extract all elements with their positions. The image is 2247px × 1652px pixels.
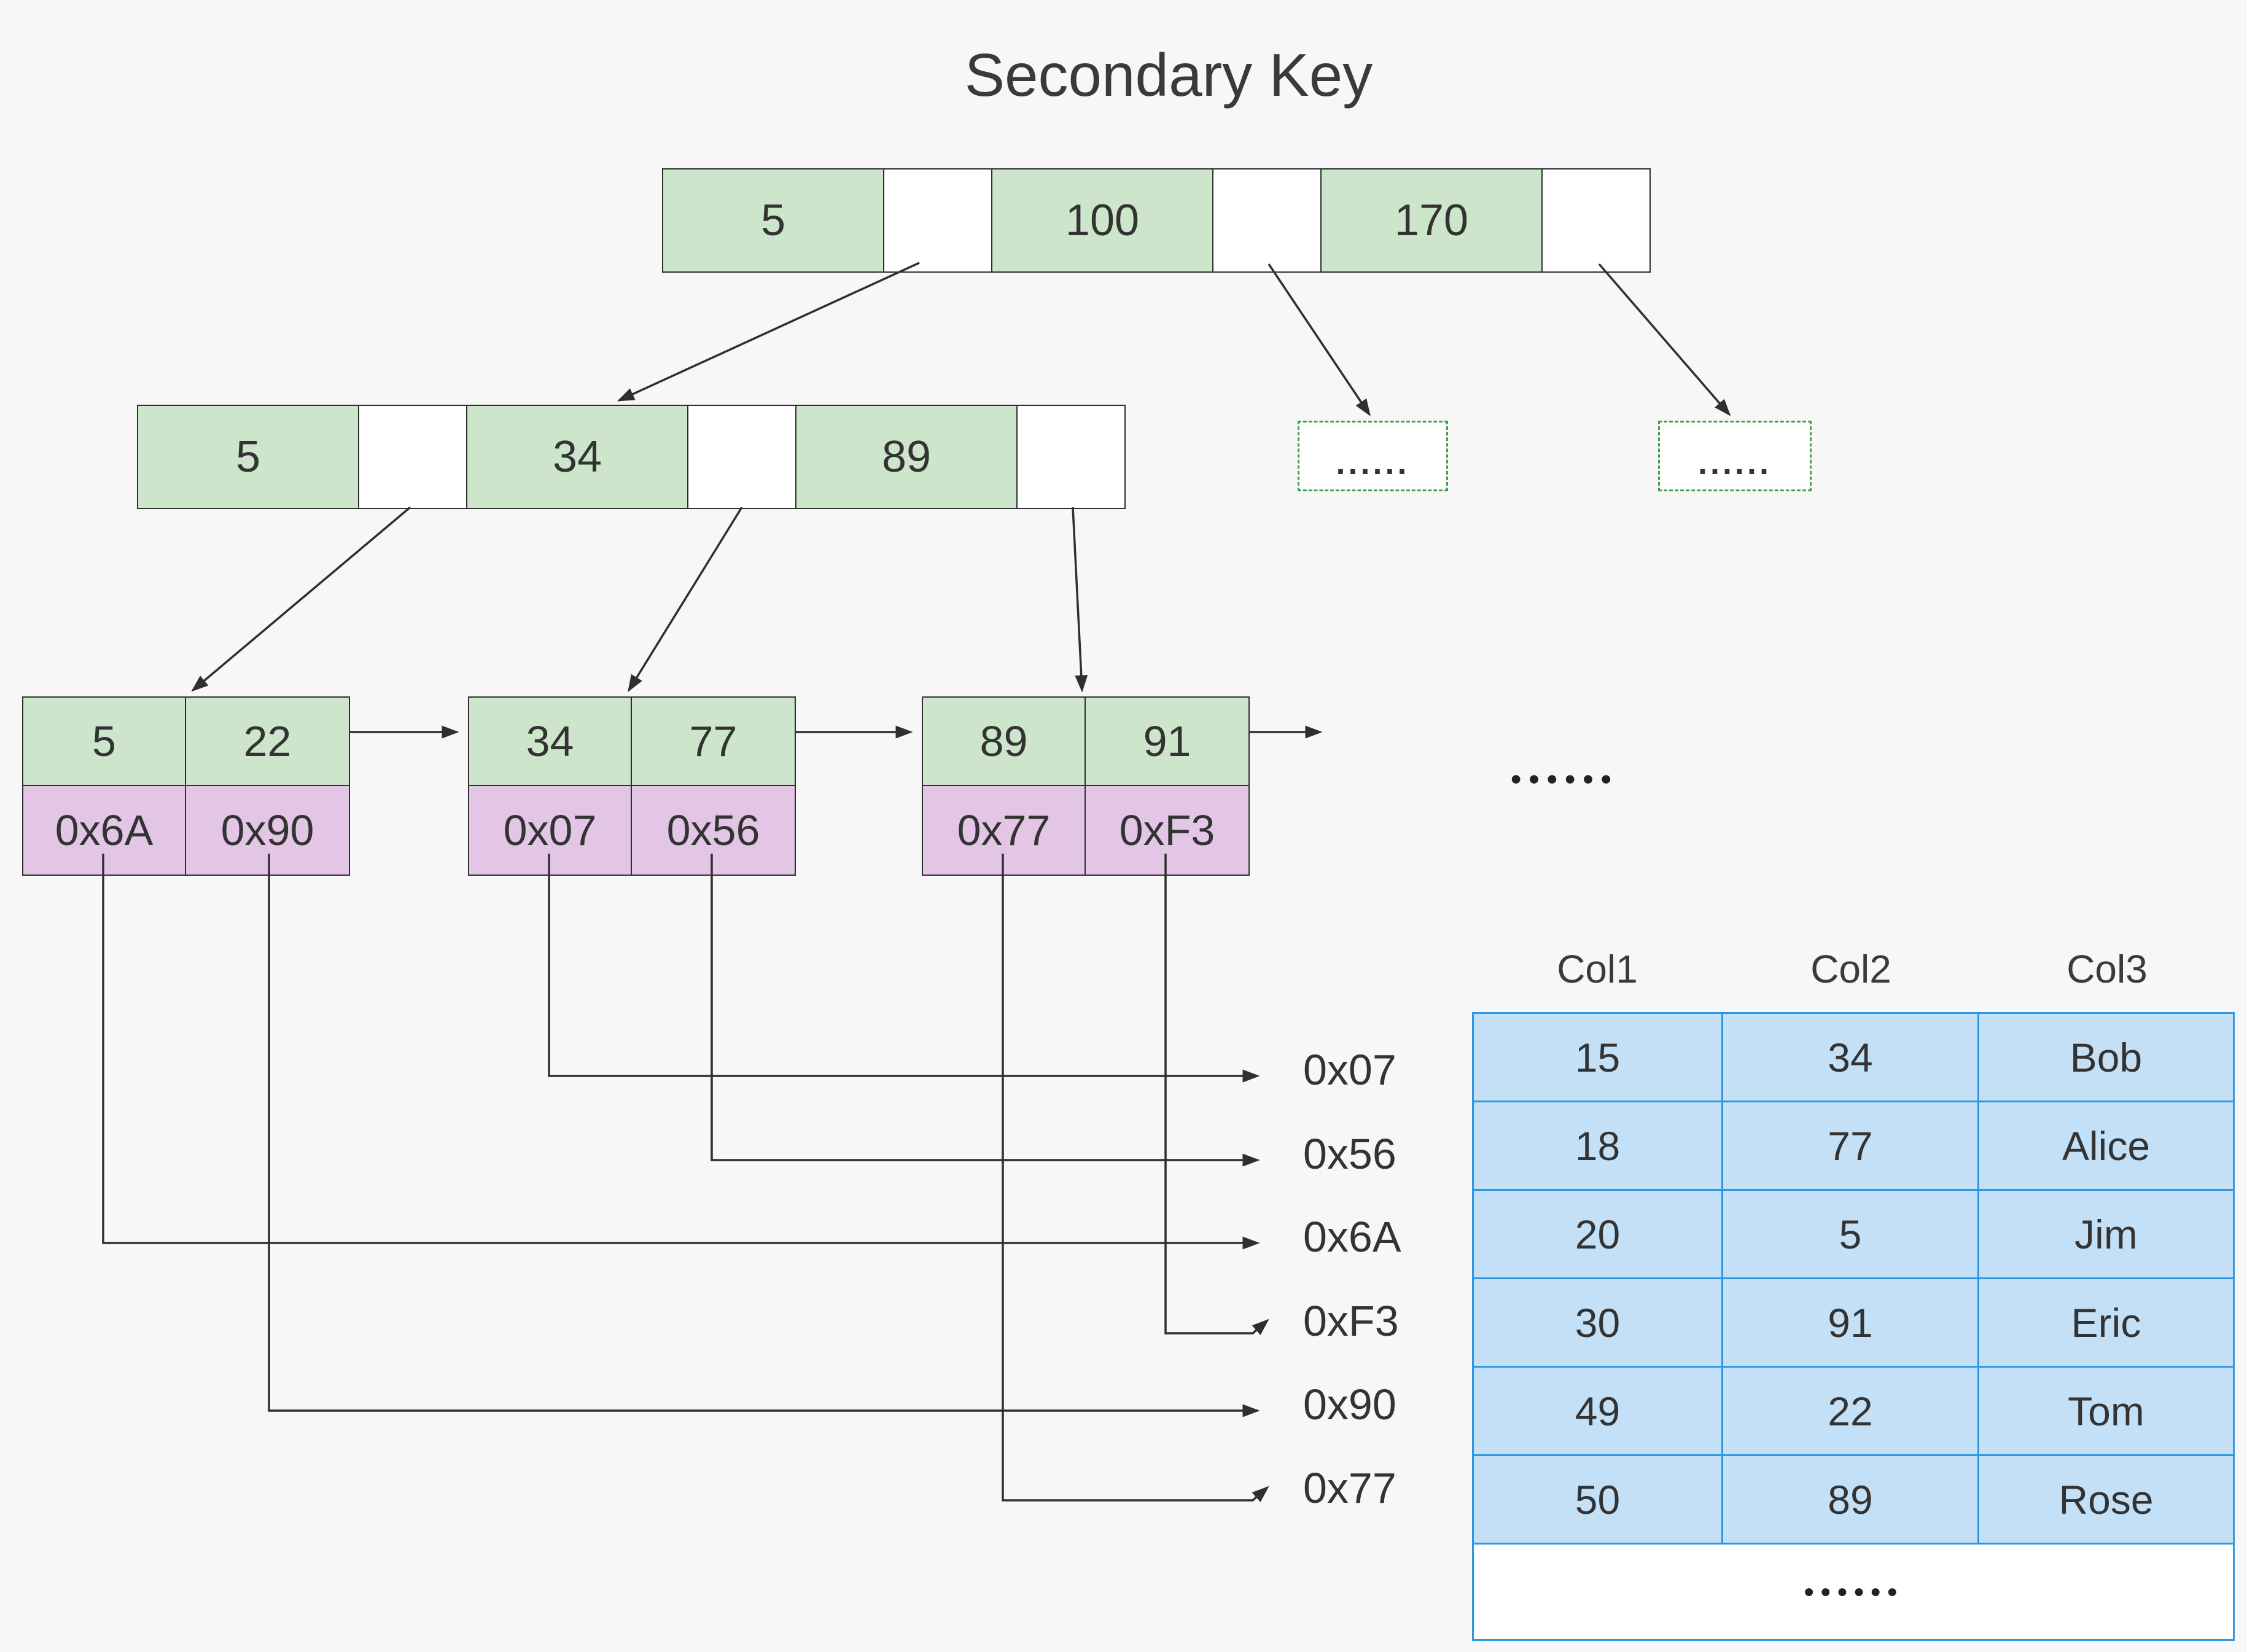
leaf-address-cell: 0x07 xyxy=(469,786,632,875)
table-cell: 77 xyxy=(1723,1102,1979,1191)
arrow-addr-0xF3 xyxy=(1164,854,1269,1336)
leaf-key-cell: 34 xyxy=(469,698,632,786)
table-cell: 20 xyxy=(1474,1191,1723,1279)
arrow-internal-to-leaf2 xyxy=(628,507,743,692)
internal-pointer-cell xyxy=(359,406,467,508)
arrow-root-to-overflow2 xyxy=(1598,263,1731,416)
leaf-node: 5 22 0x6A 0x90 xyxy=(22,696,350,876)
overflow-node-box: ...... xyxy=(1658,421,1812,491)
table-cell: Rose xyxy=(1979,1456,2233,1545)
table-cell: 50 xyxy=(1474,1456,1723,1545)
arrow-root-to-internal xyxy=(617,262,920,402)
leaf-address-cell: 0x90 xyxy=(186,786,349,875)
table-column-header: Col3 xyxy=(2066,947,2148,991)
leaf-key-cell: 91 xyxy=(1086,698,1248,786)
btree-root-node: 5 100 170 xyxy=(662,168,1651,273)
ellipsis-text: ...... xyxy=(1336,445,1410,481)
table-cell: 89 xyxy=(1723,1456,1979,1545)
overflow-node-box: ...... xyxy=(1298,421,1448,491)
table-row: 15 34 Bob xyxy=(1474,1014,2233,1102)
leaf-chain-ellipsis: ●●●●●● xyxy=(1510,766,1618,789)
table-row: 20 5 Jim xyxy=(1474,1191,2233,1279)
leaf-address-cell: 0x6A xyxy=(23,786,186,875)
arrow-addr-0x6A xyxy=(102,854,1260,1250)
address-label: 0x56 xyxy=(1303,1130,1396,1178)
table-cell: 15 xyxy=(1474,1014,1723,1102)
internal-key-cell: 5 xyxy=(138,406,359,508)
record-table: 15 34 Bob 18 77 Alice 20 5 Jim 30 91 Eri… xyxy=(1472,1012,2235,1641)
arrow-addr-0x56 xyxy=(711,854,1260,1167)
table-row: 30 91 Eric xyxy=(1474,1279,2233,1368)
table-row: 49 22 Tom xyxy=(1474,1368,2233,1456)
internal-key-cell: 34 xyxy=(467,406,688,508)
leaf-address-cell: 0x56 xyxy=(632,786,795,875)
leaf-key-cell: 89 xyxy=(923,698,1086,786)
leaf-address-cell: 0xF3 xyxy=(1086,786,1248,875)
address-label: 0x07 xyxy=(1303,1046,1396,1094)
table-cell: 30 xyxy=(1474,1279,1723,1368)
btree-internal-node: 5 34 89 xyxy=(137,405,1126,509)
table-column-header: Col2 xyxy=(1810,947,1891,991)
internal-pointer-cell xyxy=(1018,406,1124,508)
leaf-node: 89 91 0x77 0xF3 xyxy=(922,696,1250,876)
address-label: 0x90 xyxy=(1303,1381,1396,1428)
table-row: 50 89 Rose xyxy=(1474,1456,2233,1545)
root-key-cell: 170 xyxy=(1322,169,1543,271)
table-cell: Jim xyxy=(1979,1191,2233,1279)
arrow-addr-0x77 xyxy=(1002,854,1269,1503)
table-row: 18 77 Alice xyxy=(1474,1102,2233,1191)
leaf-key-cell: 22 xyxy=(186,698,349,786)
table-cell: 22 xyxy=(1723,1368,1979,1456)
page-title: Secondary Key xyxy=(964,41,1373,109)
ellipsis-text: ...... xyxy=(1697,445,1772,481)
table-cell: Tom xyxy=(1979,1368,2233,1456)
arrow-addr-0x07 xyxy=(548,854,1260,1083)
root-pointer-cell xyxy=(884,169,992,271)
arrow-root-to-overflow1 xyxy=(1268,263,1371,416)
table-cell: 18 xyxy=(1474,1102,1723,1191)
arrow-internal-to-leaf3 xyxy=(1072,507,1088,693)
table-cell: 91 xyxy=(1723,1279,1979,1368)
table-cell: Alice xyxy=(1979,1102,2233,1191)
address-label: 0x6A xyxy=(1303,1213,1401,1261)
table-cell: 49 xyxy=(1474,1368,1723,1456)
leaf-key-cell: 5 xyxy=(23,698,186,786)
root-key-cell: 5 xyxy=(663,169,884,271)
table-cell: Bob xyxy=(1979,1014,2233,1102)
table-cell: Eric xyxy=(1979,1279,2233,1368)
arrow-addr-0x90 xyxy=(268,854,1260,1417)
address-label: 0xF3 xyxy=(1303,1297,1399,1345)
table-column-header: Col1 xyxy=(1557,947,1638,991)
root-key-cell: 100 xyxy=(992,169,1213,271)
root-pointer-cell xyxy=(1213,169,1322,271)
leaf-address-cell: 0x77 xyxy=(923,786,1086,875)
root-pointer-cell xyxy=(1543,169,1649,271)
table-cell: 34 xyxy=(1723,1014,1979,1102)
internal-pointer-cell xyxy=(688,406,796,508)
table-cell: 5 xyxy=(1723,1191,1979,1279)
leaf-node: 34 77 0x07 0x56 xyxy=(468,696,796,876)
address-label: 0x77 xyxy=(1303,1464,1396,1512)
internal-key-cell: 89 xyxy=(796,406,1018,508)
leaf-key-cell: 77 xyxy=(632,698,795,786)
arrow-internal-to-leaf1 xyxy=(191,506,411,692)
table-ellipsis-row: ●●●●●● xyxy=(1474,1545,2233,1639)
